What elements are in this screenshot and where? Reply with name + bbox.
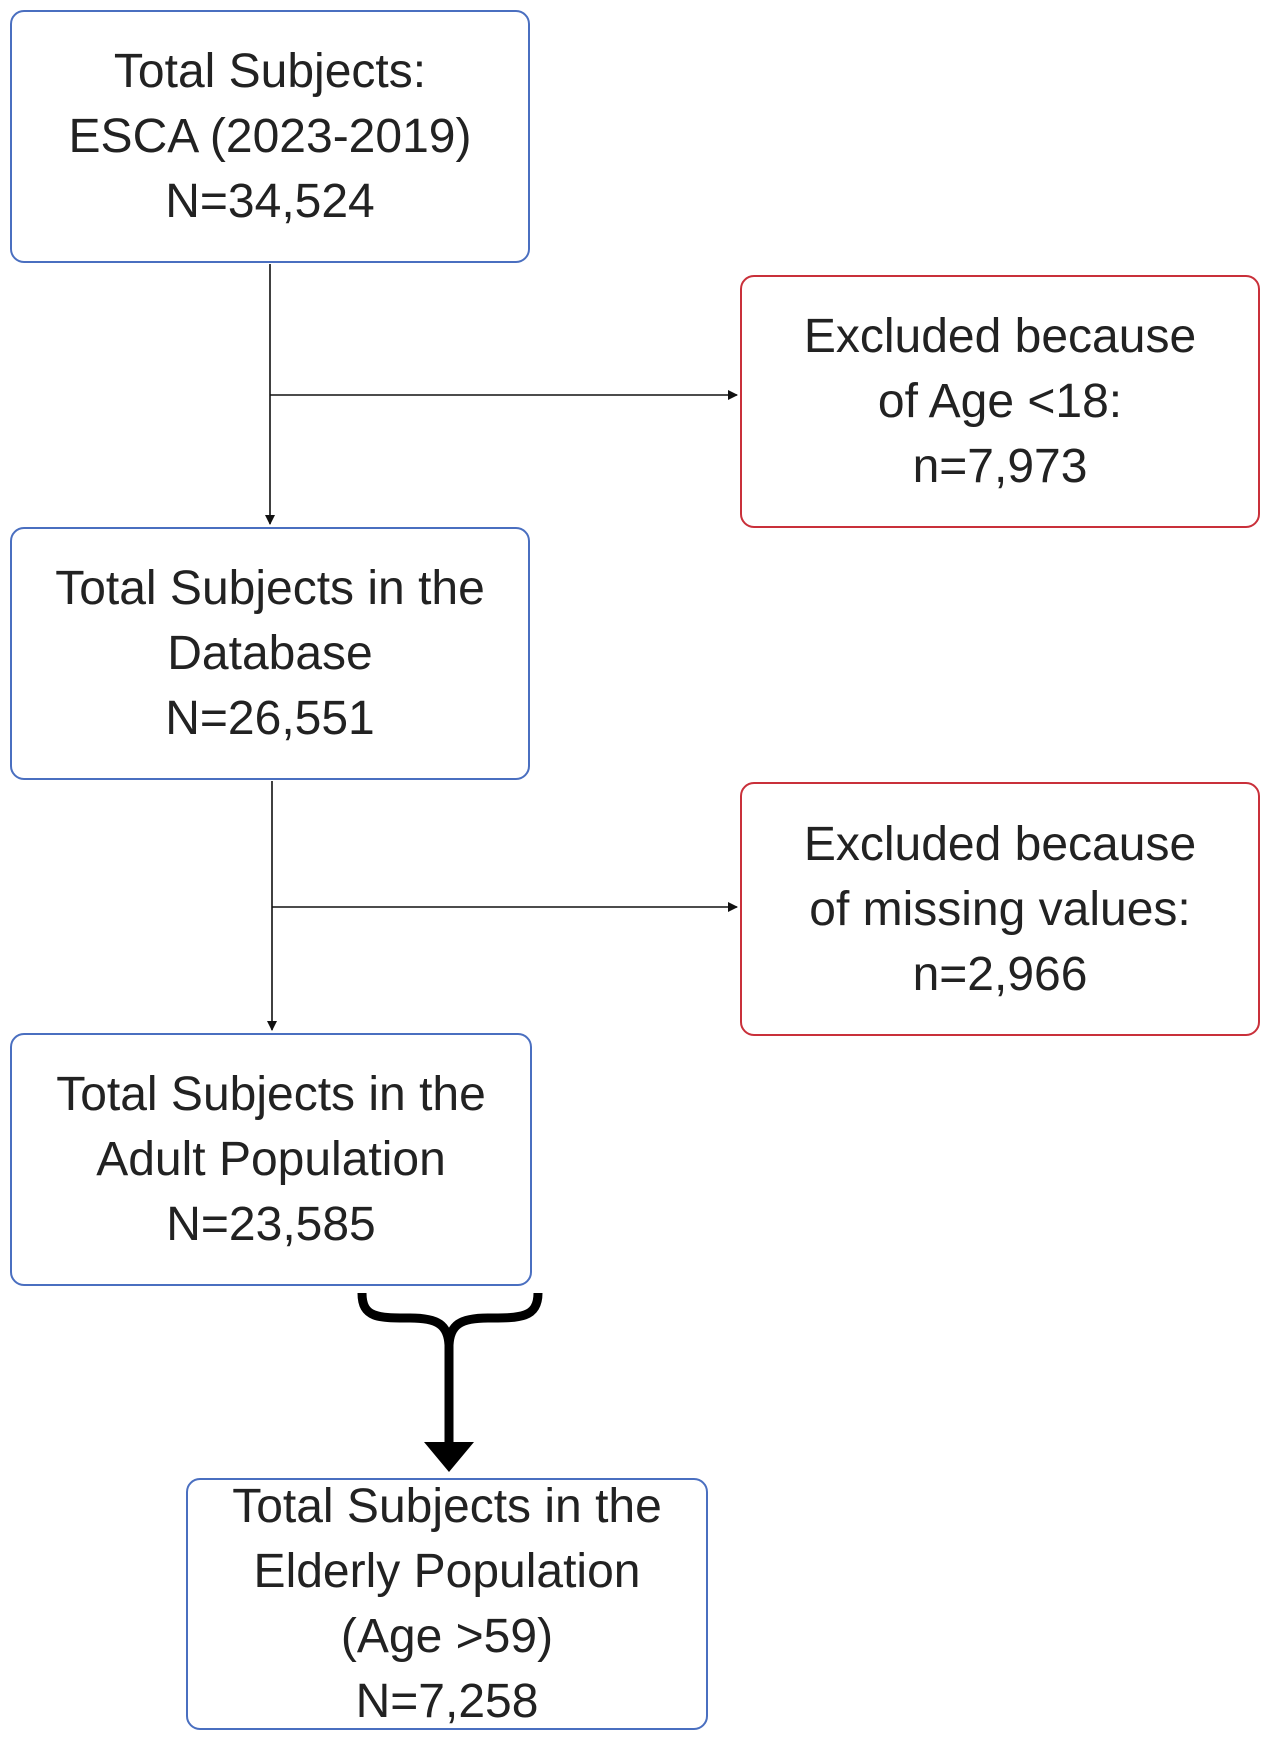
adult-label: Adult Population [96,1133,446,1186]
elderly-count: N=7,258 [355,1675,539,1728]
excluded-age-count: n=7,973 [912,440,1088,493]
elderly-label: Elderly Population [253,1545,641,1598]
adult-title: Total Subjects in the [56,1068,486,1121]
excluded-missing-box: Excluded because of missing values: n=2,… [740,782,1260,1036]
excluded-missing-title: Excluded because [803,817,1197,871]
total-subjects-title: Total Subjects: [113,45,427,98]
excluded-age-reason: of Age <18: [877,375,1123,428]
excluded-age-box: Excluded because of Age <18: n=7,973 [740,275,1260,528]
excluded-missing-reason: of missing values: [809,882,1191,936]
total-subjects-source: ESCA (2023-2019) [68,110,472,163]
adult-population-box: Total Subjects in the Adult Population N… [10,1033,532,1286]
subset-brace [357,1292,543,1346]
elderly-age: (Age >59) [340,1610,554,1663]
adult-count: N=23,585 [166,1198,376,1251]
elderly-population-box: Total Subjects in the Elderly Population… [186,1478,708,1730]
excluded-age-title: Excluded because [803,310,1197,363]
excluded-missing-count: n=2,966 [912,947,1088,1001]
database-label: Database [167,627,373,680]
thick-arrowhead [424,1442,474,1472]
total-subjects-count: N=34,524 [165,175,375,228]
total-subjects-box: Total Subjects: ESCA (2023-2019) N=34,52… [10,10,530,263]
elderly-title: Total Subjects in the [232,1480,662,1533]
database-count: N=26,551 [165,692,375,745]
database-box: Total Subjects in the Database N=26,551 [10,527,530,780]
database-title: Total Subjects in the [55,562,485,615]
